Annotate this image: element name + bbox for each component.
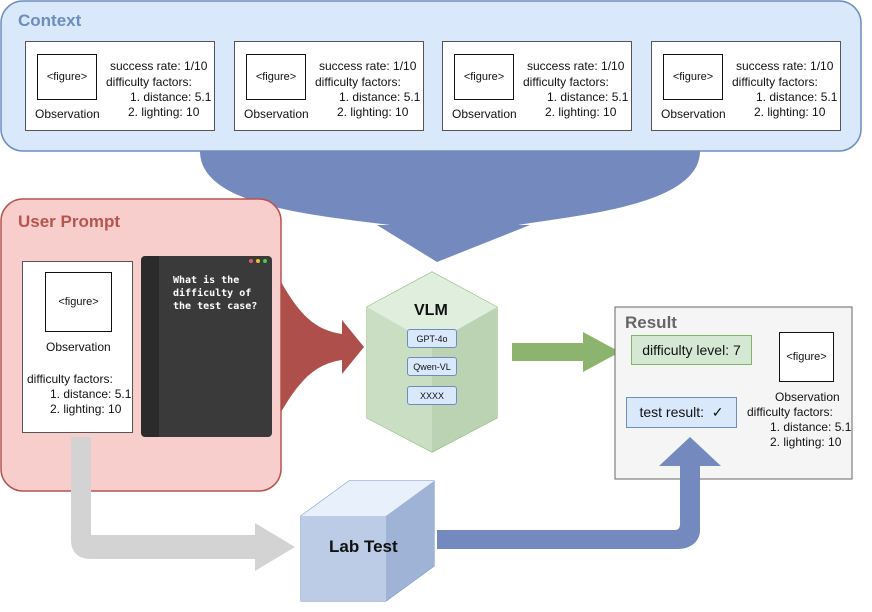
- context-card: <figure> Observation success rate: 1/10 …: [651, 41, 841, 131]
- result-difficulty-label: difficulty factors:: [747, 405, 833, 419]
- context-observation-label: Observation: [35, 107, 100, 121]
- context-difficulty-label: difficulty factors:: [106, 75, 192, 89]
- vlm-to-result-arrow: [512, 332, 620, 372]
- context-card: <figure> Observation success rate: 1/10 …: [25, 41, 215, 131]
- context-factor-distance: 1. distance: 5.1: [756, 90, 838, 104]
- context-figure: <figure>: [663, 54, 723, 100]
- context-to-vlm-arrow: [200, 151, 700, 262]
- context-factor-lighting: 2. lighting: 10: [754, 105, 826, 119]
- prompt-to-labtest-arrow: [71, 437, 295, 571]
- user-prompt-observation-card: <figure> Observation difficulty factors:…: [22, 261, 133, 433]
- context-observation-label: Observation: [244, 107, 309, 121]
- result-factor-lighting: 2. lighting: 10: [770, 435, 842, 449]
- context-factor-lighting: 2. lighting: 10: [128, 105, 200, 119]
- user-prompt-observation-label: Observation: [46, 340, 111, 354]
- user-prompt-difficulty-label: difficulty factors:: [27, 372, 113, 386]
- context-success-rate: success rate: 1/10: [319, 59, 417, 73]
- result-observation-label: Observation: [775, 390, 840, 404]
- context-success-rate: success rate: 1/10: [527, 59, 625, 73]
- window-close-dot: [249, 259, 253, 263]
- window-maximize-dot: [263, 259, 267, 263]
- user-prompt-figure: <figure>: [45, 272, 112, 332]
- context-difficulty-label: difficulty factors:: [315, 75, 401, 89]
- model-gpt-4o: GPT-4o: [407, 329, 457, 348]
- context-title: Context: [18, 11, 82, 30]
- prompt-to-vlm-arrow: [281, 282, 364, 412]
- vlm-title: VLM: [414, 302, 448, 319]
- context-success-rate: success rate: 1/10: [110, 59, 208, 73]
- context-figure: <figure>: [37, 54, 97, 100]
- context-factor-distance: 1. distance: 5.1: [339, 90, 421, 104]
- context-factor-lighting: 2. lighting: 10: [337, 105, 409, 119]
- model-qwen-vl: Qwen-VL: [407, 357, 457, 376]
- context-success-rate: success rate: 1/10: [736, 59, 834, 73]
- prompt-question-text: What is the difficulty of the test case?: [173, 275, 258, 312]
- context-factor-distance: 1. distance: 5.1: [130, 90, 212, 104]
- test-result-box: test result: ✓: [626, 397, 737, 428]
- user-prompt-title: User Prompt: [18, 212, 121, 231]
- labtest-to-result-arrow: [437, 437, 721, 549]
- prompt-terminal-window: What is the difficulty of the test case?: [141, 256, 272, 437]
- context-card: <figure> Observation success rate: 1/10 …: [234, 41, 424, 131]
- lab-test-cube: [300, 480, 435, 602]
- context-figure: <figure>: [454, 54, 514, 100]
- result-figure: <figure>: [779, 332, 834, 382]
- context-observation-label: Observation: [661, 107, 726, 121]
- model-xxxx: XXXX: [407, 386, 457, 405]
- context-difficulty-label: difficulty factors:: [732, 75, 818, 89]
- result-title: Result: [625, 313, 677, 332]
- lab-test-label: Lab Test: [329, 537, 398, 556]
- context-observation-label: Observation: [452, 107, 517, 121]
- window-minimize-dot: [256, 259, 260, 263]
- result-factor-distance: 1. distance: 5.1: [770, 420, 852, 434]
- user-prompt-factor-lighting: 2. lighting: 10: [50, 402, 122, 416]
- context-card: <figure> Observation success rate: 1/10 …: [442, 41, 632, 131]
- difficulty-level-box: difficulty level: 7: [631, 335, 752, 365]
- context-factor-distance: 1. distance: 5.1: [547, 90, 629, 104]
- context-difficulty-label: difficulty factors:: [523, 75, 609, 89]
- context-figure: <figure>: [246, 54, 306, 100]
- user-prompt-factor-distance: 1. distance: 5.1: [50, 387, 132, 401]
- context-factor-lighting: 2. lighting: 10: [545, 105, 617, 119]
